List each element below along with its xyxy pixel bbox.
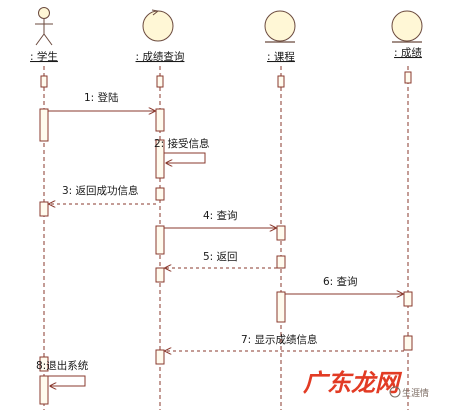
message-arrow-8	[48, 375, 86, 386]
activation-bar	[39, 201, 49, 217]
message-label-2: 2: 接受信息	[154, 137, 210, 150]
activation-bar	[276, 291, 286, 323]
watermark-small-text: 生涯情	[402, 387, 429, 399]
message-label-6: 6: 查询	[323, 275, 358, 288]
lifeline-head-box-student	[40, 75, 48, 88]
watermark-logo-text: 广东龙网	[303, 368, 403, 397]
activation-bar	[39, 375, 49, 405]
activation-bar	[155, 267, 165, 283]
activation-bar	[403, 335, 413, 351]
activation-bar	[403, 291, 413, 307]
wechat-icon	[389, 386, 401, 398]
message-label-1: 1: 登陆	[84, 91, 119, 104]
activation-bar	[155, 139, 165, 179]
student-actor-icon	[35, 7, 53, 46]
activation-bar	[39, 108, 49, 142]
activation-bar	[39, 356, 49, 372]
lifeline-head-box-query	[156, 75, 164, 88]
activation-bar	[155, 225, 165, 255]
message-arrow-2	[164, 152, 206, 163]
activation-bar	[276, 255, 286, 269]
activation-bar	[155, 349, 165, 365]
message-label-8: 8:退出系统	[36, 359, 89, 372]
lifeline-head-box-grade	[404, 71, 412, 84]
lifeline-label-student: : 学生	[30, 50, 58, 63]
activation-bar	[155, 187, 165, 201]
lifeline-label-query: : 成绩查询	[136, 50, 185, 63]
watermark-logo: 广东龙网 生涯情	[303, 368, 429, 399]
activation-bar	[276, 225, 286, 241]
course-entity-icon	[264, 10, 296, 43]
activation-bar	[155, 108, 165, 132]
grade-entity-icon	[391, 10, 423, 43]
lifeline-label-course: : 课程	[267, 51, 295, 63]
message-label-4: 4: 查询	[203, 209, 238, 222]
query-control-icon	[142, 9, 174, 42]
message-label-3: 3: 返回成功信息	[62, 184, 139, 197]
message-label-7: 7: 显示成绩信息	[241, 333, 318, 346]
lifeline-label-grade: : 成绩	[394, 46, 422, 59]
lifeline-head-box-course	[277, 75, 285, 88]
message-label-5: 5: 返回	[203, 251, 238, 263]
